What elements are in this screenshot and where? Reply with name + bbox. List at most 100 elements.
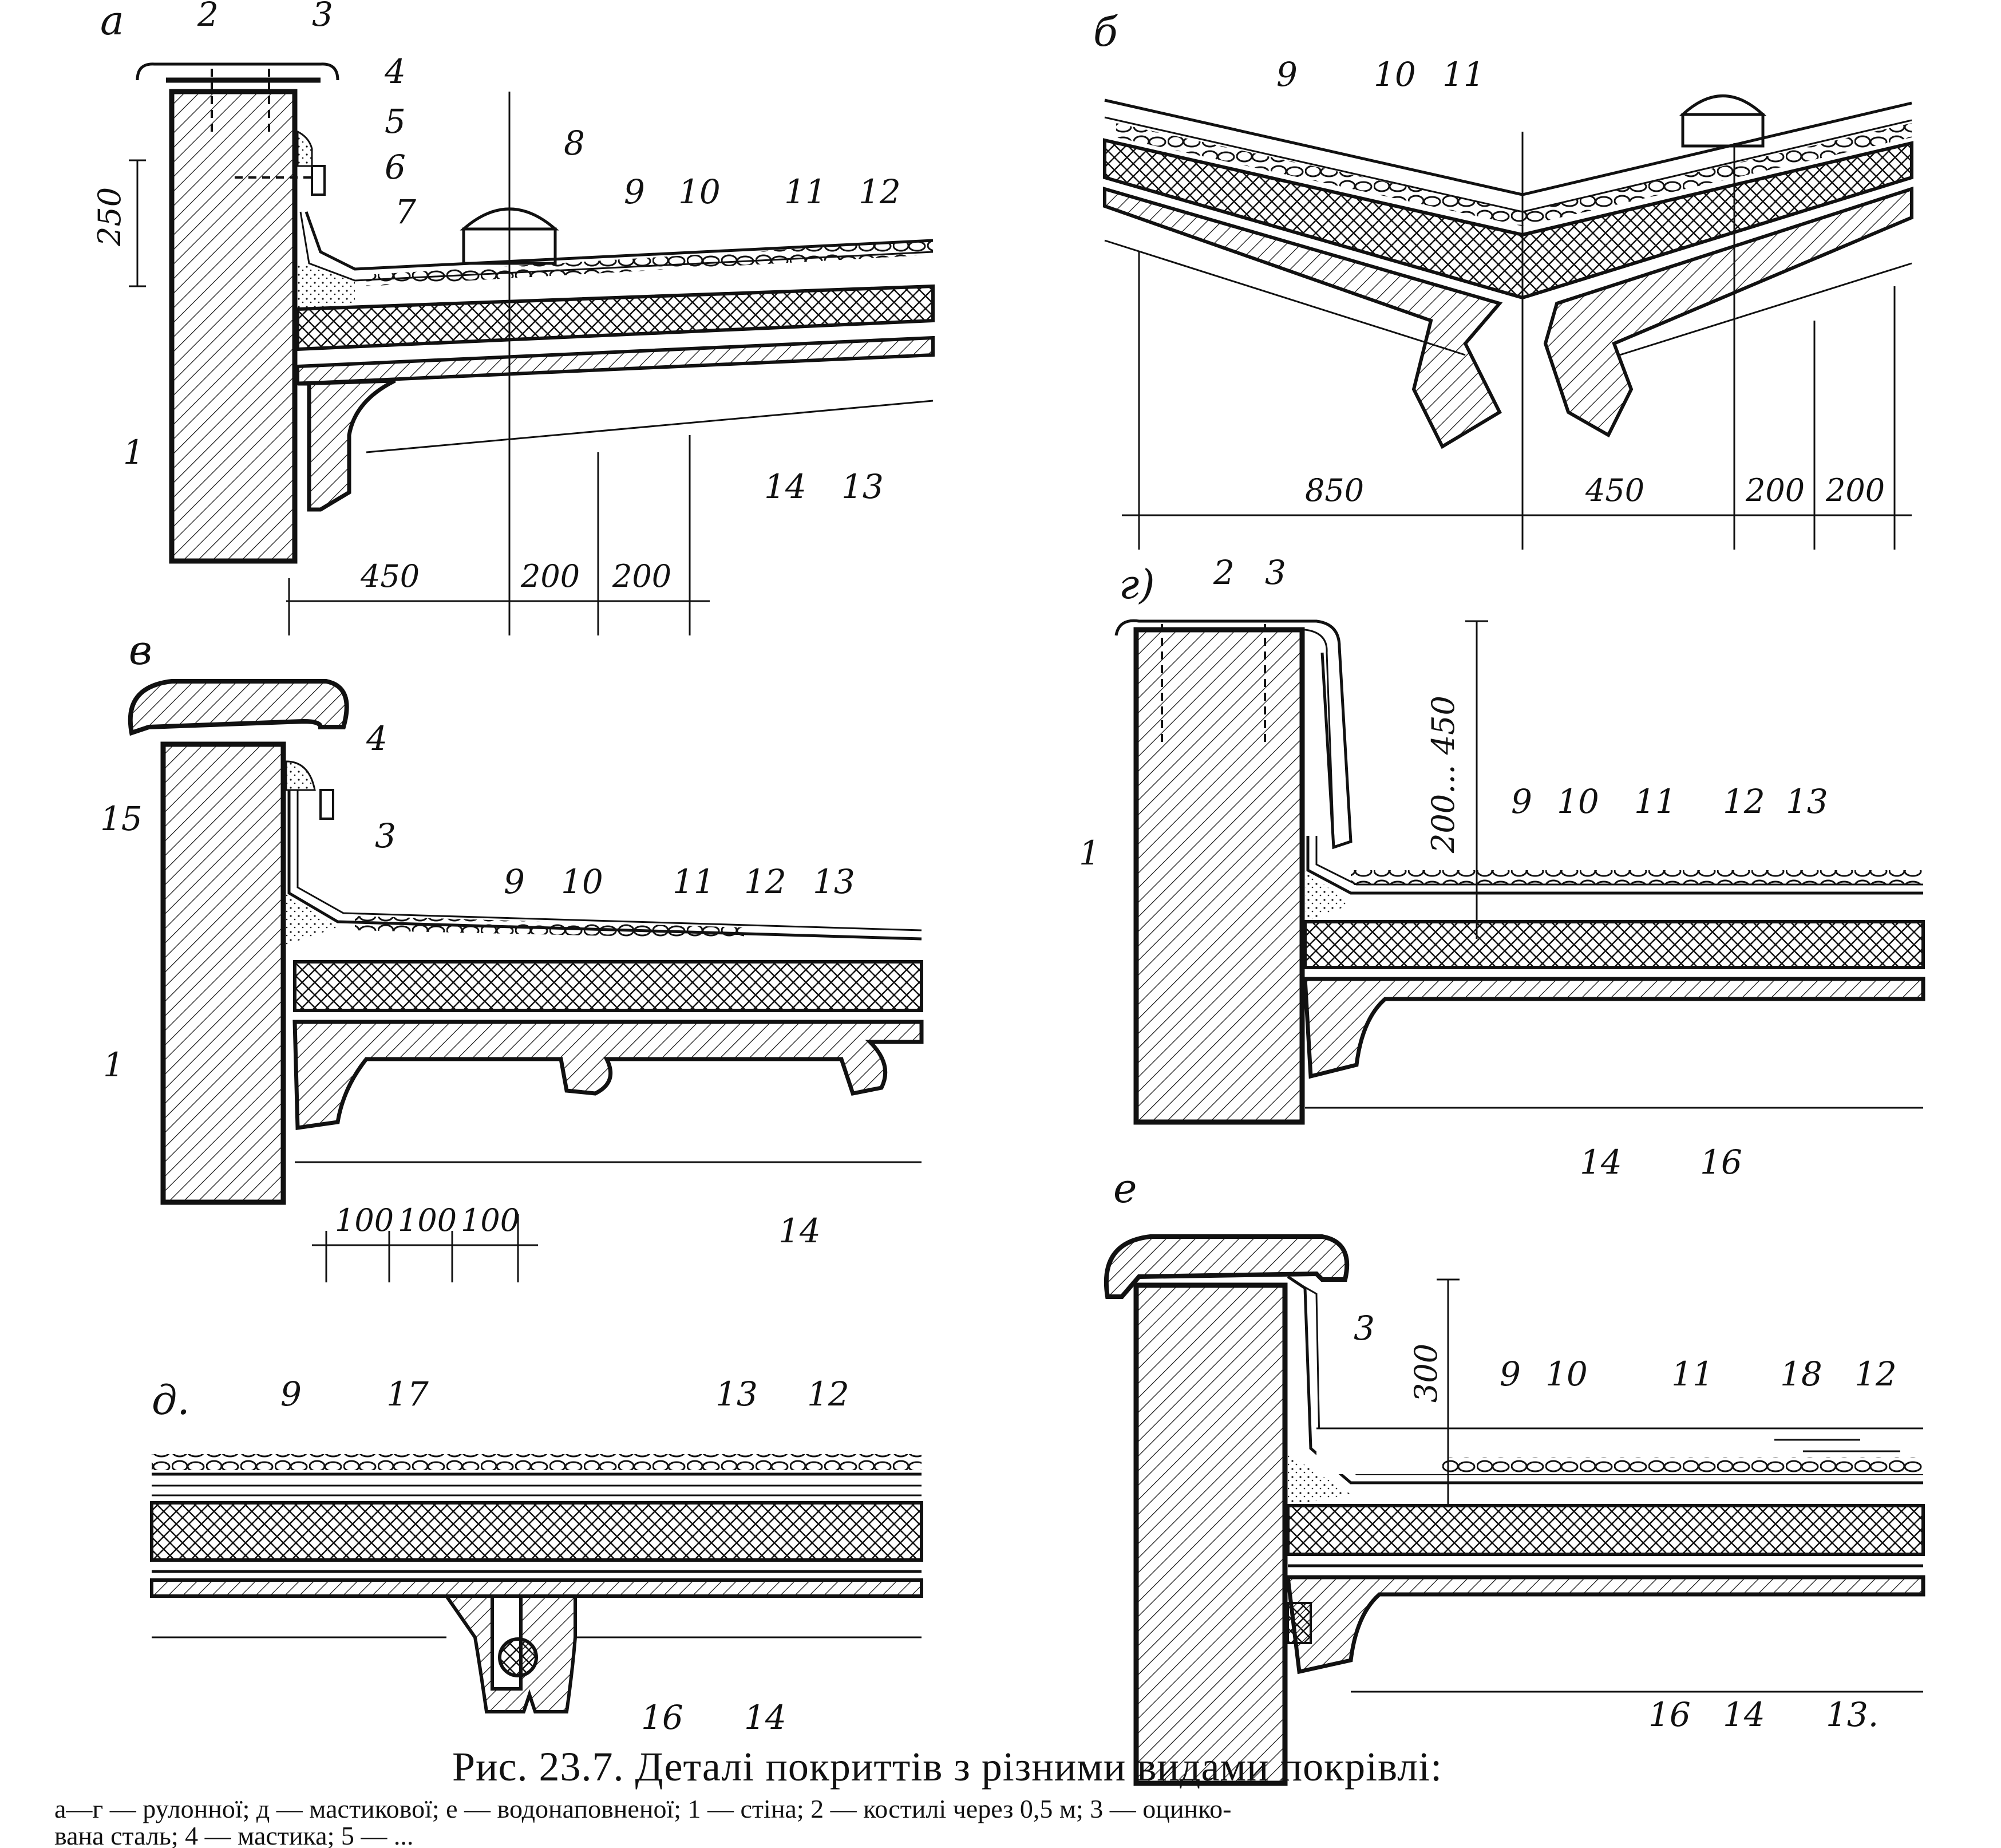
clamp: [319, 789, 334, 820]
slab-top: [150, 1578, 923, 1598]
fillet: [286, 893, 338, 945]
insulation: [1303, 920, 1925, 969]
slab-ribbed: [292, 1020, 924, 1131]
membrane-top: [304, 211, 934, 271]
label-14: 14: [744, 1698, 786, 1737]
dim-200-2: 200: [612, 558, 671, 594]
panel-g-letter: г): [1119, 561, 1155, 608]
label-13: 13: [1786, 782, 1828, 821]
label-12: 12: [744, 862, 786, 901]
slab-joint: [443, 1594, 577, 1713]
label-3: 3: [1354, 1309, 1375, 1348]
label-9: 9: [280, 1375, 302, 1413]
fillet: [298, 263, 355, 309]
wall: [169, 89, 298, 564]
gravel: [1351, 870, 1923, 885]
label-11: 11: [784, 172, 826, 211]
dim-300: 300: [1408, 1344, 1444, 1403]
cap-flashing: [1114, 619, 1353, 850]
label-1: 1: [1079, 834, 1100, 872]
label-2: 2: [197, 0, 219, 34]
parapet-coping: [128, 679, 349, 736]
gravel: [366, 240, 933, 286]
dim-450: 450: [1585, 472, 1644, 508]
label-4: 4: [384, 52, 406, 91]
seal-block: [1287, 1602, 1312, 1644]
joint-seal: [498, 1637, 538, 1677]
panel-v: в 100 100 100 15 4 3 9 10 11 12 13 1 14: [100, 627, 924, 1282]
label-2: 2: [1213, 553, 1235, 592]
dim-200-1: 200: [1745, 472, 1805, 508]
label-14: 14: [764, 467, 806, 506]
membrane-top: [1306, 836, 1923, 895]
fillet: [1288, 1454, 1351, 1506]
panel-g: г) 200... 450 2 3 1 9 10 11 12 13 14 16: [1079, 553, 1925, 1182]
slab: [1303, 977, 1925, 1079]
panel-d: д. 9 17 13 12 16 14: [150, 1375, 923, 1737]
gravel: [152, 1454, 922, 1470]
label-10: 10: [678, 172, 721, 211]
valley-vent: [1679, 94, 1767, 148]
ceiling-line: [366, 400, 934, 453]
insulation: [150, 1501, 923, 1562]
label-11: 11: [1634, 782, 1676, 821]
label-9: 9: [1511, 782, 1532, 821]
label-10: 10: [561, 862, 603, 901]
label-8: 8: [564, 124, 585, 163]
dim-450: 450: [360, 558, 420, 594]
label-5: 5: [385, 102, 406, 141]
wall: [1133, 1282, 1288, 1786]
parapet-coping: [1104, 1234, 1350, 1299]
dim-100-1: 100: [335, 1202, 394, 1238]
label-4: 4: [366, 719, 387, 758]
label-12: 12: [859, 172, 901, 211]
label-10: 10: [1557, 782, 1599, 821]
dim-250: 250: [92, 187, 128, 247]
insulation: [296, 284, 935, 352]
panel-e-letter: е: [1113, 1165, 1137, 1212]
label-13: 13.: [1826, 1695, 1879, 1734]
mastic: [296, 130, 313, 167]
caption: Рис. 23.7. Деталі покриттів з різними ви…: [54, 1744, 1442, 1848]
label-15: 15: [100, 799, 143, 838]
panel-b-letter: б: [1093, 9, 1118, 56]
label-16: 16: [1648, 1695, 1691, 1734]
label-11: 11: [673, 862, 715, 901]
fillet: [1305, 870, 1351, 922]
membrane-2: [296, 790, 922, 931]
label-7: 7: [395, 192, 416, 231]
label-18: 18: [1780, 1355, 1822, 1393]
label-9: 9: [504, 862, 525, 901]
label-12: 12: [1723, 782, 1765, 821]
label-1: 1: [123, 433, 144, 472]
label-1: 1: [103, 1045, 124, 1084]
label-6: 6: [385, 148, 406, 187]
panel-a: а 250 450 200: [92, 0, 935, 635]
caption-line-2: вана сталь; 4 — мастика; 5 — ...: [54, 1821, 413, 1848]
gravel: [355, 916, 744, 939]
label-9: 9: [1276, 55, 1298, 94]
label-12: 12: [807, 1375, 849, 1413]
label-10: 10: [1374, 55, 1416, 94]
dim-100-3: 100: [461, 1202, 520, 1238]
label-3: 3: [312, 0, 333, 34]
label-14: 14: [1580, 1143, 1622, 1182]
slab-top: [296, 335, 935, 386]
valley-slab-right: [1543, 186, 1913, 438]
panel-e: е 300 3 9 10 11 18 12 16 14 13.: [1104, 1165, 1925, 1786]
label-17: 17: [386, 1375, 429, 1413]
panel-b: б 850 450 200 200 9 10 11: [1093, 9, 1913, 550]
wall-cap-flashing: [136, 62, 339, 81]
label-16: 16: [1700, 1143, 1742, 1182]
slab: [1286, 1575, 1925, 1675]
label-12: 12: [1854, 1355, 1897, 1393]
label-13: 13: [715, 1375, 758, 1413]
label-16: 16: [641, 1698, 683, 1737]
label-13: 13: [841, 467, 884, 506]
insulation: [1286, 1504, 1925, 1556]
dim-200-1: 200: [520, 558, 580, 594]
clamp: [311, 165, 326, 196]
dim-850: 850: [1305, 472, 1364, 508]
label-3: 3: [375, 816, 396, 855]
label-13: 13: [813, 862, 855, 901]
